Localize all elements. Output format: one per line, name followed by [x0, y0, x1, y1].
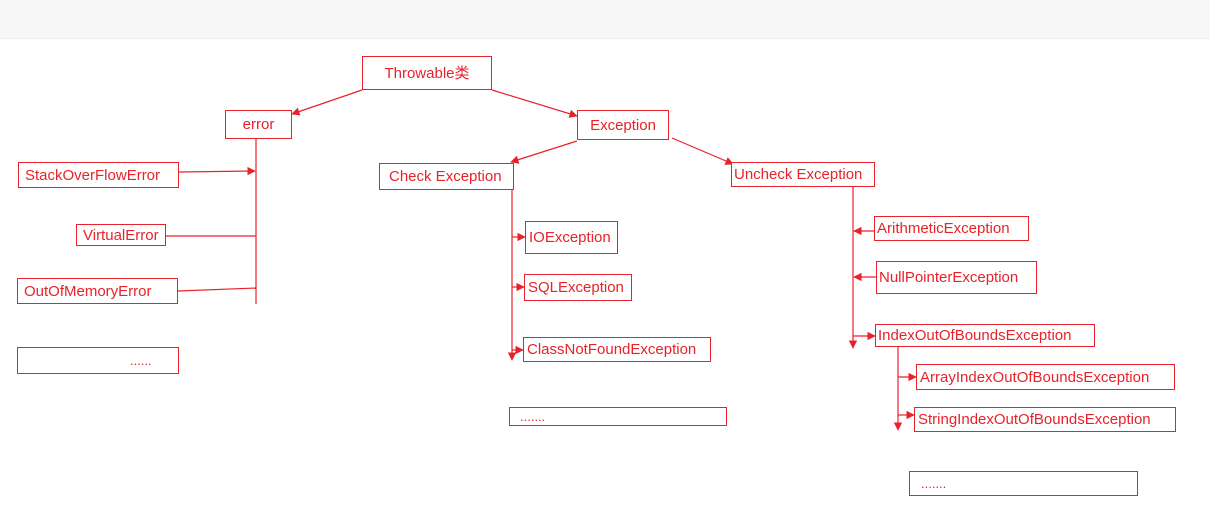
index-more-node: ....... — [909, 471, 1138, 496]
top-bar — [0, 0, 1210, 39]
exception-node: Exception — [577, 110, 669, 140]
check-exception-node: Check Exception — [379, 163, 514, 190]
arrayindexoutofboundsexception-node: ArrayIndexOutOfBoundsException — [916, 364, 1175, 390]
indexoutofboundsexception-node: IndexOutOfBoundsException — [875, 324, 1095, 347]
arithmeticexception-node: ArithmeticException — [874, 216, 1029, 241]
arrow-exception-to-check — [510, 140, 578, 164]
sqlexception-node: SQLException — [524, 274, 632, 301]
line-outofmemory-to-error — [177, 287, 257, 292]
nullpointerexception-node: NullPointerException — [876, 261, 1037, 294]
arrow-exception-to-uncheck — [671, 137, 734, 165]
error-node: error — [225, 110, 292, 139]
ioexception-node: IOException — [525, 221, 618, 254]
arrow-throwable-to-error — [291, 89, 363, 116]
stackoverflowerror-node: StackOverFlowError — [18, 162, 179, 188]
arrow-stackoverflow-to-error — [178, 166, 256, 176]
stringindexoutofboundsexception-node: StringIndexOutOfBoundsException — [914, 407, 1176, 432]
throwable-node: Throwable类 — [362, 56, 492, 90]
check-more-node: ....... — [509, 407, 727, 426]
classnotfoundexception-node: ClassNotFoundException — [523, 337, 711, 362]
uncheck-exception-node: Uncheck Exception — [731, 162, 875, 187]
arrow-throwable-to-exception — [491, 89, 578, 118]
virtualerror-node: VirtualError — [76, 224, 166, 246]
outofmemoryerror-node: OutOfMemoryError — [17, 278, 178, 304]
error-more-node: ...... — [17, 347, 179, 374]
